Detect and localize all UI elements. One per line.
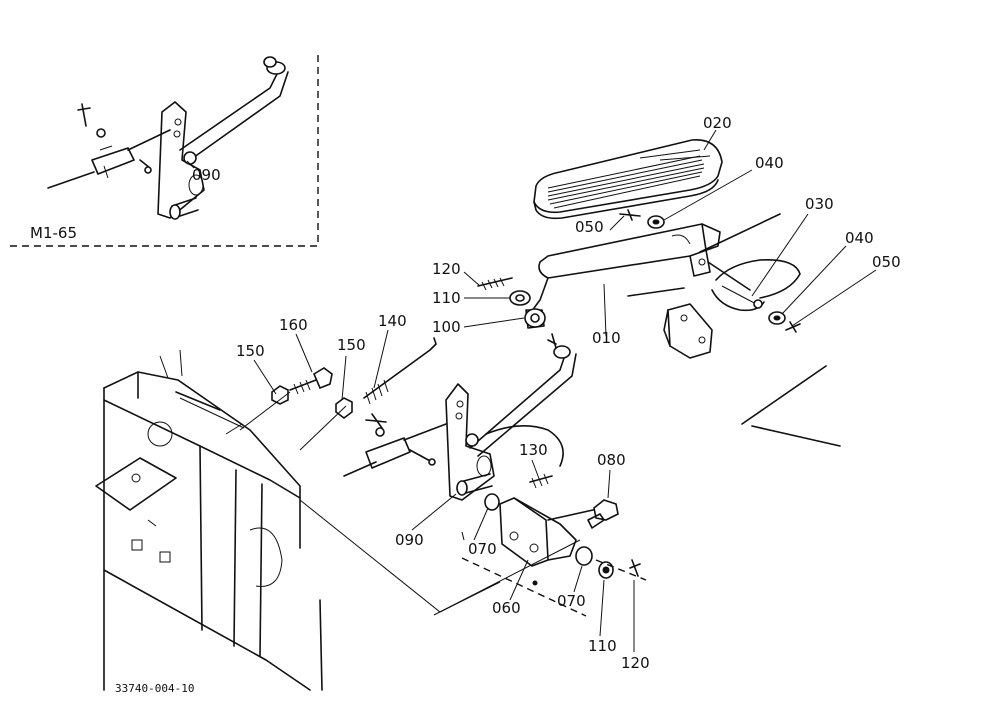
callout-150-b: 150: [337, 336, 366, 354]
callout-090-main: 090: [395, 531, 424, 549]
callout-leaders: [253, 129, 877, 652]
bracket-060: [461, 493, 647, 617]
callout-060: 060: [492, 599, 521, 617]
callout-040-b: 040: [845, 229, 874, 247]
footer-code: 33740-004-10: [115, 682, 194, 695]
bushing-070-b: [575, 546, 593, 566]
upper-bushings: [477, 277, 546, 329]
main-linkage: [445, 333, 577, 501]
pedal-pad: [533, 139, 723, 220]
callout-050-a: 050: [575, 218, 604, 236]
leader-lines: [239, 391, 581, 616]
callout-070-b: 070: [557, 592, 586, 610]
callout-030: 030: [805, 195, 834, 213]
callout-130: 130: [519, 441, 548, 459]
callout-020: 020: [703, 114, 732, 132]
bushing-070-a: [484, 493, 500, 511]
callout-150-a: 150: [236, 342, 265, 360]
pedal-pivot-bracket: [627, 213, 841, 447]
callout-120-a: 120: [432, 260, 461, 278]
inset-m1-65: 090 M1-65: [10, 52, 319, 247]
frame: [95, 349, 323, 691]
callout-110-b: 110: [588, 637, 617, 655]
callout-040-a: 040: [755, 154, 784, 172]
pin-030: [753, 299, 763, 309]
cable-assembly: [271, 337, 447, 477]
callout-070-a: 070: [468, 540, 497, 558]
inset-callout-090: 090: [192, 166, 221, 184]
callout-160: 160: [279, 316, 308, 334]
pad-fasteners: [619, 209, 665, 229]
callout-080: 080: [597, 451, 626, 469]
callout-120-b: 120: [621, 654, 650, 672]
callouts: 020 040 030 040 050 050 120 110 100 010 …: [236, 114, 901, 672]
pedal-arm: [533, 223, 721, 309]
inset-label: M1-65: [30, 224, 77, 242]
callout-110-a: 110: [432, 289, 461, 307]
callout-140: 140: [378, 312, 407, 330]
callout-050-b: 050: [872, 253, 901, 271]
callout-100: 100: [432, 318, 461, 336]
inset-border: [10, 52, 319, 247]
callout-010: 010: [592, 329, 621, 347]
